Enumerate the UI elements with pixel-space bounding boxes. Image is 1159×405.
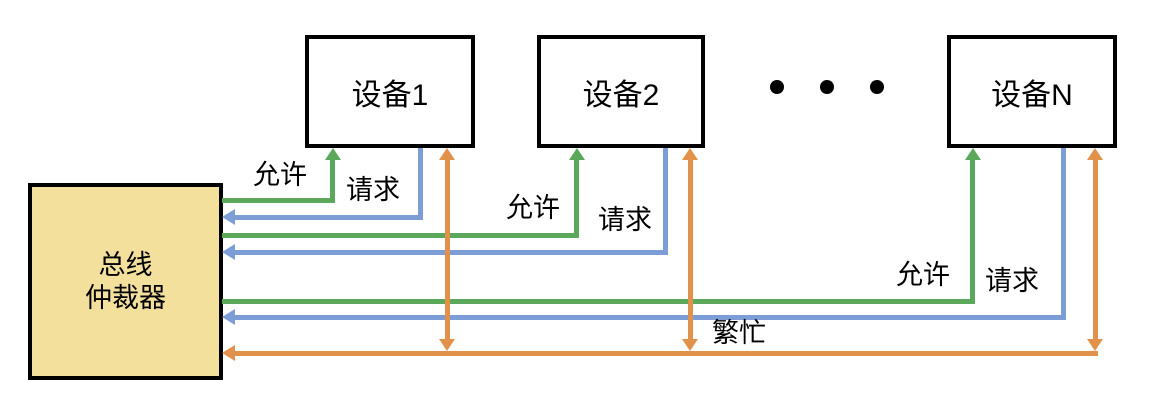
- request-1-line-vertical: [418, 148, 423, 220]
- allow-1-line-vertical: [330, 159, 335, 203]
- busy-tap-1-arrow-down-icon: [439, 339, 455, 351]
- allow-2-arrow-up-icon: [569, 148, 585, 160]
- allow-2-label: 允许: [506, 193, 560, 223]
- request-n-label: 请求: [985, 266, 1039, 296]
- arbiter-label-line1: 总线: [98, 250, 153, 281]
- request-n-line-vertical: [1061, 148, 1066, 320]
- request-1-label: 请求: [346, 175, 400, 205]
- busy-arrow-left-icon: [222, 345, 235, 361]
- device-box-2: 设备2: [537, 35, 705, 148]
- device-box-n: 设备N: [947, 35, 1117, 148]
- busy-bus-line: [235, 351, 1098, 356]
- busy-label: 繁忙: [712, 318, 766, 348]
- allow-2-line-horizontal: [222, 233, 579, 238]
- ellipsis-dot: [820, 80, 834, 94]
- allow-n-arrow-up-icon: [965, 148, 981, 160]
- busy-tap-2-arrow-up-icon: [682, 148, 698, 160]
- busy-tap-n-arrow-up-icon: [1087, 148, 1103, 160]
- ellipsis-dot: [870, 80, 884, 94]
- arbiter-label-line2: 仲裁器: [85, 282, 166, 313]
- request-1-line-horizontal: [235, 215, 423, 220]
- busy-tap-2-line: [688, 159, 693, 340]
- busy-tap-1-line: [445, 159, 450, 340]
- busy-tap-2-arrow-down-icon: [682, 339, 698, 351]
- allow-n-label: 允许: [896, 260, 950, 290]
- allow-1-label: 允许: [253, 160, 307, 190]
- request-n-arrow-left-icon: [222, 309, 235, 325]
- busy-tap-1-arrow-up-icon: [439, 148, 455, 160]
- device-2-label: 设备2: [582, 78, 660, 112]
- request-2-line-vertical: [663, 148, 668, 255]
- request-2-arrow-left-icon: [222, 244, 235, 260]
- request-1-arrow-left-icon: [222, 209, 235, 225]
- allow-2-line-vertical: [574, 159, 579, 238]
- device-box-1: 设备1: [305, 35, 475, 148]
- busy-tap-n-arrow-down-icon: [1087, 339, 1103, 351]
- request-2-line-horizontal: [235, 250, 668, 255]
- ellipsis-dot: [770, 80, 784, 94]
- arbiter-box: 总线 仲裁器: [28, 183, 223, 380]
- arbiter-label: 总线 仲裁器: [85, 249, 166, 314]
- allow-1-arrow-up-icon: [325, 148, 341, 160]
- allow-n-line-horizontal: [222, 299, 975, 304]
- request-2-label: 请求: [598, 205, 652, 235]
- device-n-label: 设备N: [991, 78, 1073, 112]
- allow-1-line-horizontal: [222, 198, 335, 203]
- request-n-line-horizontal: [235, 315, 1066, 320]
- allow-n-line-vertical: [970, 159, 975, 304]
- busy-tap-n-line: [1093, 159, 1098, 340]
- device-1-label: 设备1: [351, 78, 429, 112]
